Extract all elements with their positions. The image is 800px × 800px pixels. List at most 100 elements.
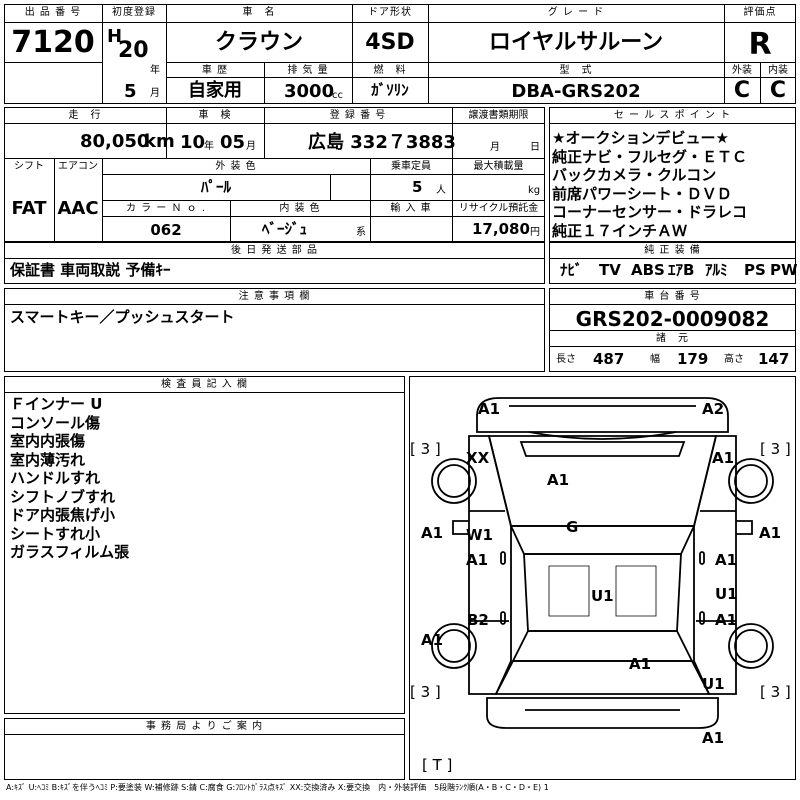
width-label: 幅 bbox=[650, 354, 660, 365]
int-score: C bbox=[769, 78, 787, 103]
ext-color-label: 外 装 色 bbox=[215, 161, 257, 172]
chassis-label: 車 台 番 号 bbox=[644, 291, 701, 302]
damage-mark: A1 bbox=[466, 551, 489, 569]
history-label: 車 歴 bbox=[201, 65, 229, 76]
inspection-month-unit: 月 bbox=[246, 141, 256, 152]
damage-mark: A1 bbox=[478, 400, 501, 418]
car-diagram bbox=[431, 397, 774, 762]
inspection-label: 車 検 bbox=[198, 110, 232, 121]
equipment-item: ｱﾙﾐ bbox=[705, 261, 728, 279]
sales-points-list: ★オークションデビュー★ 純正ナビ・フルセグ・ＥＴＣ バックカメラ・クルコン 前… bbox=[552, 129, 747, 240]
caution-panel bbox=[4, 288, 545, 372]
specs-label: 諸 元 bbox=[656, 333, 689, 344]
int-color-label: 内 装 色 bbox=[279, 203, 321, 214]
first-reg-month-unit: 月 bbox=[150, 88, 160, 99]
equipment-item: PW bbox=[770, 261, 798, 279]
damage-mark: G bbox=[566, 518, 579, 536]
color-no-label: カ ラ ー Ｎ ｏ . bbox=[125, 203, 207, 214]
car-name-label: 車 名 bbox=[242, 7, 276, 18]
equipment-item: ABS bbox=[631, 261, 665, 279]
inspector-note: シフトノブすれ bbox=[10, 487, 116, 506]
int-score-label: 内装 bbox=[768, 65, 788, 76]
capacity-unit: 人 bbox=[436, 185, 446, 196]
displacement-unit: cc bbox=[332, 90, 343, 101]
grade: ロイヤルサルーン bbox=[488, 30, 664, 55]
model-code: DBA-GRS202 bbox=[511, 81, 641, 102]
recycle-unit: 円 bbox=[530, 227, 540, 238]
import-label: 輸 入 車 bbox=[390, 203, 432, 214]
equipment-item: ﾅﾋﾞ bbox=[560, 261, 583, 279]
capacity: 5 bbox=[412, 178, 423, 196]
displacement: 3000 bbox=[284, 81, 335, 102]
later-parts: 保証書 車両取説 予備ｷｰ bbox=[10, 261, 171, 279]
transfer-day-unit: 日 bbox=[530, 142, 540, 153]
inspector-note: 室内内張傷 bbox=[10, 432, 86, 450]
damage-mark: U1 bbox=[702, 675, 725, 693]
inspector-note: 室内薄汚れ bbox=[10, 450, 86, 469]
damage-mark: A2 bbox=[702, 400, 725, 418]
first-reg-label: 初度登録 bbox=[112, 7, 156, 18]
inspector-note: コンソール傷 bbox=[10, 413, 101, 432]
grade-label: グ レ ー ド bbox=[547, 7, 605, 18]
height-value: 147 bbox=[758, 350, 790, 368]
fuel: ｶﾞｿﾘﾝ bbox=[371, 81, 409, 99]
sales-points-label: セ ー ル ス ポ イ ン ト bbox=[613, 110, 732, 121]
ext-score: C bbox=[733, 78, 751, 103]
max-load-label: 最大積載量 bbox=[473, 161, 524, 172]
damage-mark: W1 bbox=[466, 526, 493, 544]
capacity-label: 乗車定員 bbox=[391, 161, 431, 172]
shift-label: シフト bbox=[14, 161, 44, 172]
inspector-note: ドア内張焦げ小 bbox=[10, 506, 116, 524]
score-value: R bbox=[748, 27, 772, 62]
damage-mark: A1 bbox=[759, 524, 782, 542]
sales-points-panel bbox=[549, 107, 796, 242]
inspector-label: 検 査 員 記 入 欄 bbox=[161, 379, 248, 390]
color-no: 062 bbox=[150, 221, 182, 239]
inspection-year: 10 bbox=[180, 132, 206, 153]
plate-number: 広島 332７3883 bbox=[308, 132, 456, 153]
shift: FAT bbox=[11, 198, 47, 219]
damage-mark: A1 bbox=[547, 471, 570, 489]
first-reg-month: 5 bbox=[124, 81, 137, 102]
int-color-suffix: 系 bbox=[356, 227, 366, 238]
recycle-fee: 17,080 bbox=[472, 220, 530, 238]
width-value: 179 bbox=[677, 350, 709, 368]
recycle-label: リサイクル預託金 bbox=[458, 203, 539, 214]
equipment-item: TV bbox=[599, 261, 621, 279]
first-reg-year-unit: 年 bbox=[150, 65, 160, 76]
int-color: ﾍﾞｰｼﾞｭ bbox=[262, 220, 308, 238]
sales-point: 純正ナビ・フルセグ・ＥＴＣ bbox=[552, 147, 748, 166]
later-parts-panel bbox=[4, 242, 545, 284]
caution-label: 注 意 事 項 欄 bbox=[238, 291, 311, 302]
length-value: 487 bbox=[593, 350, 625, 368]
inspection-month: 05 bbox=[220, 132, 246, 153]
sales-point: コーナーセンサー・ドラレコ bbox=[552, 203, 748, 221]
damage-mark: [ 3 ] bbox=[410, 683, 441, 701]
first-reg-era: H bbox=[107, 26, 123, 47]
plate-label: 登 録 番 号 bbox=[329, 110, 387, 121]
aircon-label: エアコン bbox=[58, 161, 98, 172]
legend: A:ｷｽﾞ U:ﾍｺﾐ B:ｷｽﾞを伴うﾍｺﾐ P:要塗装 W:補修跡 S:錆 … bbox=[6, 783, 549, 792]
lot-number: 7120 bbox=[11, 25, 95, 60]
office-notice-panel bbox=[4, 718, 405, 780]
inspector-note: Ｆインナー U bbox=[10, 395, 103, 413]
inspector-notes-panel bbox=[4, 376, 405, 714]
office-label: 事 務 局 よ り ご 案 内 bbox=[145, 721, 264, 732]
damage-mark: [ 3 ] bbox=[410, 440, 441, 458]
chassis-number: GRS202-0009082 bbox=[575, 307, 770, 331]
inspection-year-unit: 年 bbox=[204, 141, 214, 152]
damage-mark: B2 bbox=[467, 611, 489, 629]
transfer-label: 譲渡書類期限 bbox=[468, 110, 529, 121]
sales-point: 前席パワーシート・ＤＶＤ bbox=[552, 184, 732, 203]
lot-label: 出 品 番 号 bbox=[24, 7, 82, 18]
model-label: 型 式 bbox=[559, 65, 593, 76]
first-reg-year: 20 bbox=[118, 38, 149, 63]
later-parts-label: 後 日 発 送 部 品 bbox=[231, 245, 318, 256]
sales-point: 純正１７インチＡＷ bbox=[552, 221, 688, 240]
fuel-label: 燃 料 bbox=[373, 65, 407, 76]
aircon: AAC bbox=[57, 198, 99, 219]
damage-mark: [ 3 ] bbox=[760, 683, 791, 701]
door-type: 4SD bbox=[365, 30, 415, 55]
transfer-month-unit: 月 bbox=[490, 142, 500, 153]
history: 自家用 bbox=[188, 80, 242, 101]
